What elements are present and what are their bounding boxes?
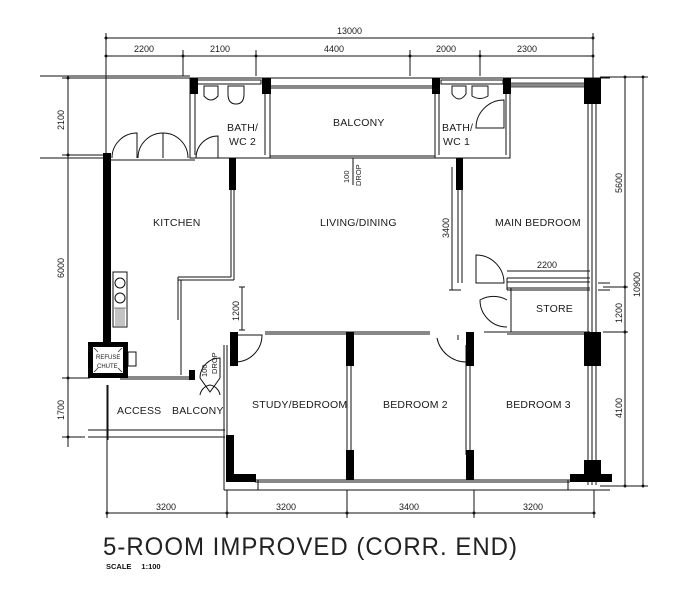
dimension-text: 13000 2200 2100 4400 2000 2300 3200 3200… (56, 26, 642, 512)
label-balcony-top: BALCONY (333, 117, 385, 129)
right-dimension-lines (600, 75, 648, 488)
balcony-drop-value: 100 (200, 364, 209, 377)
bottom-dimension-lines (105, 385, 596, 518)
dim-right-1: 5600 (614, 173, 624, 193)
dim-living-bottom-left: 1200 (231, 301, 241, 321)
dim-top-5: 2300 (517, 44, 537, 54)
label-bath-wc1-line1: BATH/ (442, 122, 473, 134)
label-kitchen: KITCHEN (153, 217, 201, 229)
dim-right-2: 1200 (614, 303, 624, 323)
dim-left-3: 1700 (56, 400, 66, 420)
label-bath-wc2-line2: WC 2 (229, 136, 256, 148)
label-refuse-chute-line2: CHUTE (97, 364, 118, 370)
plan-title: 5-ROOM IMPROVED (CORR. END) (103, 533, 519, 562)
walls (40, 75, 610, 491)
label-balcony-bottom: BALCONY (172, 405, 224, 417)
living-drop-value: 100 (342, 170, 351, 183)
label-store: STORE (536, 303, 573, 315)
dim-top-2: 2100 (210, 44, 230, 54)
dim-store-width: 2200 (537, 260, 557, 270)
label-bath-wc1-line2: WC 1 (443, 136, 470, 148)
dim-living-right: 3400 (441, 218, 451, 238)
label-main-bedroom: MAIN BEDROOM (495, 217, 581, 229)
dim-bottom-1: 3200 (156, 502, 176, 512)
dim-bottom-4: 3200 (523, 502, 543, 512)
scale-label: SCALE (106, 562, 132, 571)
dim-top-total: 13000 (337, 26, 362, 36)
label-bath-wc2-line1: BATH/ (227, 122, 258, 134)
left-dimension-lines (62, 76, 190, 447)
label-study-bedroom: STUDY/BEDROOM (252, 399, 347, 411)
dim-right-3: 4100 (614, 398, 624, 418)
dim-right-total: 10900 (632, 272, 642, 297)
dim-top-1: 2200 (134, 44, 154, 54)
living-drop-label: DROP (354, 164, 363, 186)
plan-scale: SCALE 1:100 (106, 562, 171, 571)
dim-left-1: 2100 (56, 110, 66, 130)
dim-bottom-3: 3400 (399, 502, 419, 512)
top-dimension-lines (104, 33, 595, 300)
scale-value: 1:100 (141, 562, 161, 571)
room-labels: BATH/ WC 2 BALCONY BATH/ WC 1 KITCHEN LI… (96, 117, 581, 417)
dim-top-4: 2000 (436, 44, 456, 54)
label-access: ACCESS (117, 405, 161, 417)
drop-labels: 100 DROP 100 DROP (200, 164, 363, 377)
dim-bottom-2: 3200 (276, 502, 296, 512)
structural-columns (88, 78, 612, 482)
dim-top-3: 4400 (324, 44, 344, 54)
dim-left-2: 6000 (56, 258, 66, 278)
label-living-dining: LIVING/DINING (320, 217, 397, 229)
label-bedroom-2: BEDROOM 2 (383, 399, 448, 411)
balcony-drop-label: DROP (210, 352, 219, 374)
label-bedroom-3: BEDROOM 3 (506, 399, 571, 411)
label-refuse-chute-line1: REFUSE (96, 355, 120, 361)
